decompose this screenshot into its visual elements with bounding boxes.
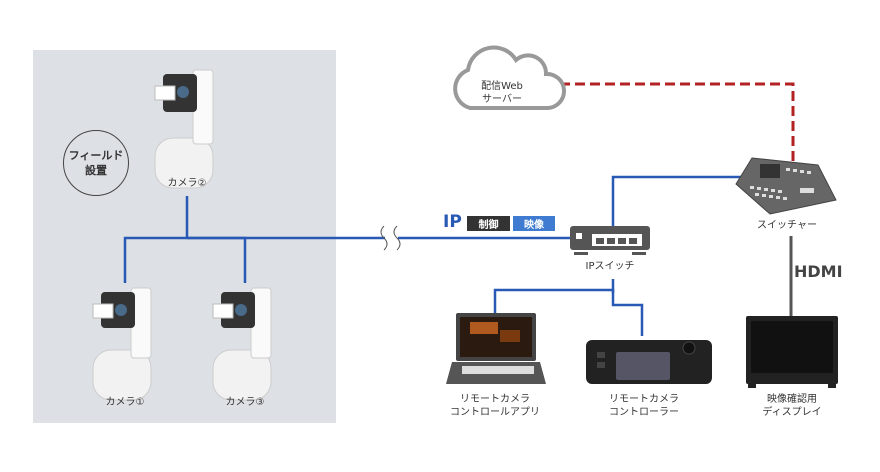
monitor-icon [746,316,838,388]
ip-switch-icon [570,226,650,255]
remote-controller-icon [586,340,712,384]
display-label-line1: 映像確認用 [767,394,817,405]
camera3-icon [212,287,272,401]
field-installation-area [33,50,336,423]
cloud-icon [453,45,566,110]
controller-label-line1: リモートカメラ [609,394,679,405]
camera2-icon [154,69,214,189]
controller-label: リモートカメラ コントローラー [594,393,694,419]
app-link [493,288,644,336]
switch-to-switcher-link [611,175,742,226]
hdmi-label: HDMI [794,262,843,281]
camera1-label: カメラ① [105,397,145,408]
controller-label-line2: コントローラー [609,407,679,418]
ip-switch-label: IPスイッチ [585,261,635,272]
camera2-label: カメラ② [167,178,207,189]
display-label-line2: ディスプレイ [762,407,822,418]
cloud-label: 配信Web サーバー [472,80,532,106]
switcher-label: スイッチャー [757,220,817,231]
camera1-icon [92,287,152,401]
field-installation-badge: フィールド 設置 [63,130,129,196]
control-app-label-line1: リモートカメラ [460,394,530,405]
control-app-label: リモートカメラ コントロールアプリ [440,393,550,419]
line-break-icon [380,225,388,251]
display-label: 映像確認用 ディスプレイ [752,393,832,419]
ip-protocol-label: IP [443,212,462,232]
field-badge-line2: 設置 [85,164,107,177]
web-server-link [560,82,795,161]
laptop-icon [446,313,546,384]
camera-bus [123,236,247,283]
control-app-label-line2: コントロールアプリ [450,407,540,418]
video-switcher-icon [735,157,837,215]
video-tag: 映像 [513,216,555,231]
cloud-label-line2: サーバー [482,94,522,105]
cloud-label-line1: 配信Web [481,81,523,92]
control-tag: 制御 [467,216,510,231]
camera3-label: カメラ③ [225,397,265,408]
field-badge-line1: フィールド [68,149,124,162]
